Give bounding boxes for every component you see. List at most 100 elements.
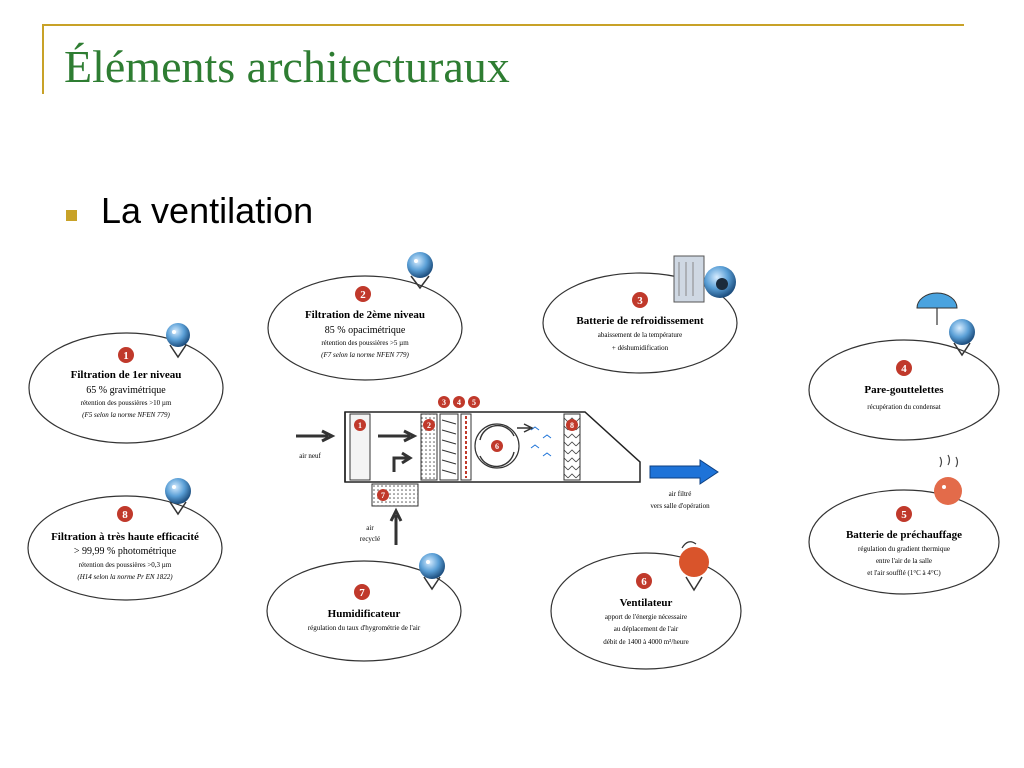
component-5-batterie-prechauffage: 5 Batterie de préchauffage régulation du… xyxy=(808,454,1000,595)
component-number-badge xyxy=(354,584,370,600)
component-detail: et l'air soufflé (1°C à 4°C) xyxy=(867,569,941,577)
unit-section-filter-1 xyxy=(349,413,371,481)
component-ellipse xyxy=(808,339,1000,441)
unit-section-filter-hepa xyxy=(563,413,581,481)
component-ellipse xyxy=(28,332,224,444)
unit-marker-number: 6 xyxy=(495,442,499,451)
component-number-badge xyxy=(896,360,912,376)
component-detail: régulation du gradient thermique xyxy=(858,545,950,553)
component-number-badge xyxy=(896,506,912,522)
unit-marker-2: 2 xyxy=(423,419,435,431)
component-number: 2 xyxy=(360,289,366,301)
unit-section-humidifier-spray xyxy=(530,426,552,457)
component-number: 1 xyxy=(123,350,129,362)
unit-marker-3: 3 xyxy=(438,396,450,408)
component-title: Humidificateur xyxy=(328,608,401,620)
filtered-air-outflow-arrow xyxy=(649,459,719,485)
component-detail: débit de 1400 à 4000 m³/heure xyxy=(603,638,689,646)
component-detail: au déplacement de l'air xyxy=(614,625,679,633)
filter-mascot-icon xyxy=(165,478,191,516)
cooling-mascot-icon xyxy=(673,255,736,303)
component-number-badge xyxy=(636,573,652,589)
unit-marker-6: 6 xyxy=(491,440,503,452)
component-number-badge xyxy=(355,286,371,302)
component-title: Batterie de refroidissement xyxy=(576,315,704,327)
component-title: Batterie de préchauffage xyxy=(846,529,962,541)
component-3-batterie-refroidissement: 3 Batterie de refroidissement abaissemen… xyxy=(542,255,738,374)
unit-marker-8: 8 xyxy=(566,419,578,431)
component-spec: 85 % opacimétrique xyxy=(325,325,406,336)
component-number-badge xyxy=(632,292,648,308)
component-detail: + déshumidification xyxy=(612,344,669,352)
component-detail: régulation du taux d'hygrométrie de l'ai… xyxy=(308,624,421,632)
unit-marker-5: 5 xyxy=(468,396,480,408)
unit-marker-number: 8 xyxy=(570,421,574,430)
component-detail: entre l'air de la salle xyxy=(876,557,932,565)
component-6-ventilateur: 6 Ventilateur apport de l'énergie nécess… xyxy=(550,541,742,670)
unit-marker-number: 4 xyxy=(457,398,461,407)
unit-marker-number: 1 xyxy=(358,421,362,430)
component-ellipse xyxy=(808,489,1000,595)
fan-mascot-icon xyxy=(679,541,709,592)
component-detail: rétention des poussières >10 µm xyxy=(81,399,172,407)
title-frame-left-rule xyxy=(42,24,44,94)
component-7-humidificateur: 7 Humidificateur régulation du taux d'hy… xyxy=(266,553,462,662)
component-title: Filtration à très haute efficacité xyxy=(51,531,199,543)
slide-title: Éléments architecturaux xyxy=(64,41,510,92)
component-ellipse xyxy=(27,495,223,601)
air-handling-unit: 1 2 3 4 5 6 7 8 air neuf air recyclé air… xyxy=(296,396,719,545)
component-8-filtration-tres-haute-efficacite: 8 Filtration à très haute efficacité > 9… xyxy=(27,478,223,601)
filter-mascot-icon xyxy=(407,252,433,290)
component-detail: rétention des poussières >0,3 µm xyxy=(79,561,172,569)
component-number: 7 xyxy=(359,587,365,599)
title-frame-top-rule xyxy=(42,24,964,26)
component-title: Filtration de 1er niveau xyxy=(71,369,182,381)
component-ellipse xyxy=(266,560,462,662)
unit-marker-number: 2 xyxy=(427,421,431,430)
unit-marker-1: 1 xyxy=(354,419,366,431)
umbrella-mascot-icon xyxy=(916,292,975,357)
unit-marker-number: 7 xyxy=(381,491,385,500)
component-title: Filtration de 2ème niveau xyxy=(305,309,425,321)
component-detail: apport de l'énergie nécessaire xyxy=(605,613,687,621)
component-number: 4 xyxy=(901,363,907,375)
component-ellipse xyxy=(267,275,463,381)
component-ellipse xyxy=(542,272,738,374)
component-number: 6 xyxy=(641,576,647,588)
component-norm: (F5 selon la norme NFEN 779) xyxy=(82,411,170,419)
component-number-badge xyxy=(118,347,134,363)
bullet-square-icon xyxy=(66,210,77,221)
component-2-filtration-niveau-2: 2 Filtration de 2ème niveau 85 % opacimé… xyxy=(267,252,463,381)
component-number-badge xyxy=(117,506,133,522)
air-neuf-label: air neuf xyxy=(299,452,321,460)
heating-mascot-icon xyxy=(934,454,962,505)
humidifier-mascot-icon xyxy=(419,553,445,591)
air-filtre-destination-label: vers salle d'opération xyxy=(650,502,710,510)
component-detail: rétention des poussières >5 µm xyxy=(321,339,409,347)
unit-marker-4: 4 xyxy=(453,396,465,408)
airflow-arrows xyxy=(296,423,719,545)
component-number: 3 xyxy=(637,295,643,307)
unit-section-filter-2 xyxy=(420,413,438,481)
component-title: Pare-gouttelettes xyxy=(864,384,944,396)
component-detail: récupération du condensat xyxy=(867,403,941,411)
component-1-filtration-niveau-1: 1 Filtration de 1er niveau 65 % gravimét… xyxy=(28,323,224,444)
component-spec: > 99,99 % photométrique xyxy=(74,546,177,557)
component-title: Ventilateur xyxy=(620,597,673,609)
component-4-pare-gouttelettes: 4 Pare-gouttelettes récupération du cond… xyxy=(808,292,1000,441)
bullet-text: La ventilation xyxy=(101,190,314,231)
air-recycle-label: recyclé xyxy=(360,535,380,543)
component-number: 5 xyxy=(901,509,907,521)
component-norm: (H14 selon la norme Pr EN 1822) xyxy=(77,573,173,581)
air-filtre-label: air filtré xyxy=(669,490,692,498)
component-number: 8 xyxy=(122,509,128,521)
unit-marker-number: 3 xyxy=(442,398,446,407)
component-detail: abaissement de la température xyxy=(598,331,683,339)
unit-marker-7: 7 xyxy=(377,489,389,501)
filter-mascot-icon xyxy=(166,323,190,359)
component-ellipse xyxy=(550,552,742,670)
component-norm: (F7 selon la norme NFEN 779) xyxy=(321,351,409,359)
unit-marker-number: 5 xyxy=(472,398,476,407)
air-recycle-label: air xyxy=(366,524,374,532)
